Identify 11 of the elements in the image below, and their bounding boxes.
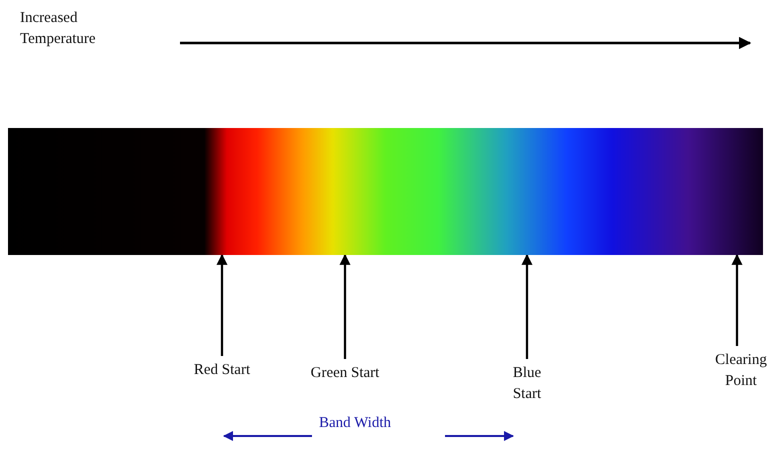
arrow [216,254,228,356]
point-label: Red Start [192,361,252,380]
arrow [732,254,742,346]
arrow [340,254,350,359]
point-label: Green Start [310,364,380,383]
axis-label: Increased Temperature [20,9,97,49]
spectrum-bar [8,128,763,255]
point-label: Clearing Point [714,351,768,391]
dimension-label: Band Width [318,414,392,433]
arrow [522,254,532,359]
point-label: Blue Start [512,364,542,404]
